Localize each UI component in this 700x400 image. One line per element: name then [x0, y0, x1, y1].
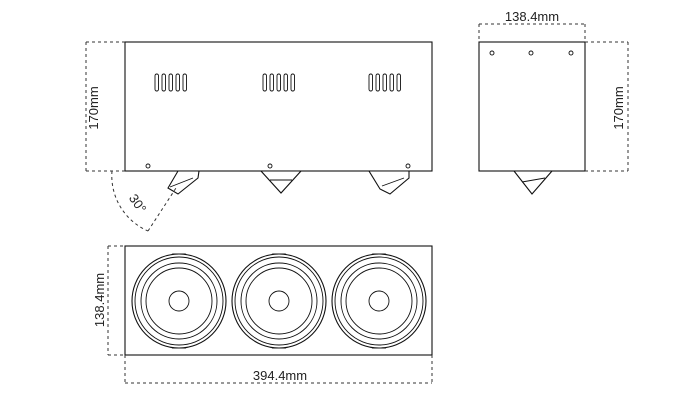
screw-icon [489, 50, 495, 56]
side-housing [478, 41, 586, 172]
vent-group-middle [262, 73, 295, 92]
tilt-angle-label: 30° [126, 191, 150, 216]
bottom-depth-label: 138.4mm [92, 273, 107, 327]
tilt-arc [111, 170, 149, 232]
screw-icon [405, 163, 411, 169]
vent-group-right [368, 73, 401, 92]
side-height-label: 170mm [611, 86, 626, 129]
side-width-label: 138.4mm [505, 9, 559, 24]
front-housing [124, 41, 433, 172]
screw-icon [145, 163, 151, 169]
screw-icon [528, 50, 534, 56]
side-view: 138.4mm 170mm [478, 9, 629, 195]
screw-icon [267, 163, 273, 169]
lamp-ring-middle [231, 253, 327, 349]
screw-icon [568, 50, 574, 56]
lamp-ring-left [131, 253, 227, 349]
bottom-view: 138.4mm 394.4mm [92, 245, 433, 384]
lamp-head-middle [259, 170, 303, 194]
lamp-ring-right [331, 253, 427, 349]
bottom-width-label: 394.4mm [253, 368, 307, 383]
lamp-head-right [368, 170, 410, 195]
lamp-head-side [512, 170, 554, 195]
front-view: 170mm 30° [85, 41, 433, 232]
lamp-head-left [167, 170, 200, 195]
vent-group-left [154, 73, 187, 92]
front-height-label: 170mm [86, 86, 101, 129]
